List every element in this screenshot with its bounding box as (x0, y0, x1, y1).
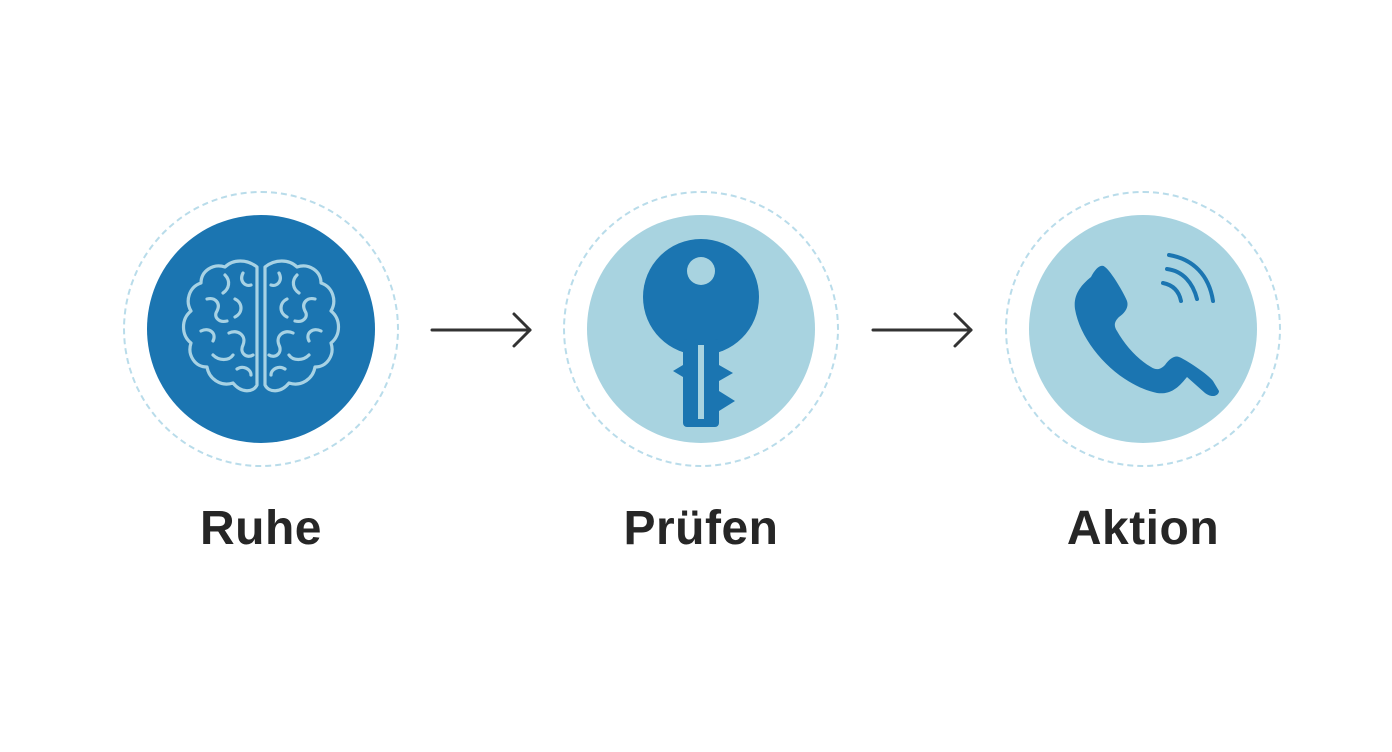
arrow-right-icon (871, 310, 975, 350)
step-label: Aktion (1066, 502, 1220, 555)
step-aktion: Aktion (1005, 191, 1285, 571)
brain-icon (181, 259, 341, 393)
step-circle (1029, 215, 1257, 443)
key-icon (643, 239, 759, 427)
step-label: Ruhe (200, 502, 322, 555)
step-label: Prüfen (623, 502, 779, 555)
step-halo (123, 191, 399, 467)
step-pruefen: Prüfen (563, 191, 843, 571)
step-halo (1005, 191, 1281, 467)
step-circle (587, 215, 815, 443)
arrow-right-icon (430, 310, 534, 350)
phone-icon (1074, 253, 1219, 397)
step-halo (563, 191, 839, 467)
step-circle (147, 215, 375, 443)
step-ruhe: Ruhe (123, 191, 403, 571)
